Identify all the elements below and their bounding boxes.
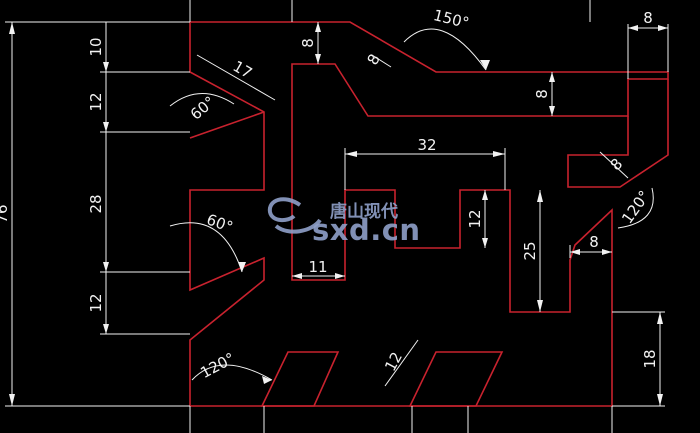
dim-left-28: 28 [87, 194, 105, 213]
outline-right-arm [567, 79, 669, 188]
dim-width-8-mid: 8 [589, 233, 599, 251]
dim-top-notch-8: 8 [299, 38, 317, 48]
watermark-site: sxd.cn [312, 213, 421, 247]
watermark-logo-icon [267, 197, 322, 234]
dim-right-top-8: 8 [643, 9, 653, 27]
dim-angle-60-lower: 60° [204, 210, 235, 236]
dim-slant-8-top: 8 [363, 51, 383, 68]
watermark: 唐山现代 sxd.cn [267, 197, 421, 247]
dim-angle-150: 150° [431, 6, 470, 32]
bottom-slot-2 [408, 351, 504, 407]
extension-lines [5, 0, 669, 433]
dim-line-17 [196, 54, 276, 101]
dim-line-12-bottom [384, 339, 419, 387]
arc-120-bottom [191, 364, 273, 381]
angle-arcs [169, 28, 654, 381]
dim-angle-120-bottom: 120° [197, 349, 237, 382]
part-outline [189, 21, 669, 407]
dim-height-25: 25 [521, 241, 539, 260]
outline-main [189, 21, 669, 407]
dim-line-8-slant [371, 54, 392, 68]
dim-width-11: 11 [308, 258, 327, 276]
dim-overall-height: 76 [0, 204, 11, 223]
dim-line-8-slant-right [599, 151, 629, 179]
arc-150 [403, 28, 487, 71]
dim-left-top: 10 [87, 37, 105, 56]
dim-right-step-8: 8 [533, 89, 551, 99]
arrowheads [9, 22, 668, 406]
dim-slant-8-right: 8 [607, 155, 626, 174]
arc-60-upper [169, 93, 235, 107]
dim-angle-60-upper: 60° [187, 93, 219, 124]
dim-slant-12-bottom: 12 [381, 349, 406, 374]
arc-120-right [617, 187, 654, 229]
dim-width-32: 32 [417, 136, 436, 154]
dim-height-12-mid: 12 [466, 209, 484, 228]
left-notch-upper [189, 111, 265, 139]
dim-left-12-lower: 12 [87, 293, 105, 312]
bottom-slot-1 [260, 351, 340, 407]
arc-60-lower [169, 222, 243, 273]
dim-height-18: 18 [641, 349, 659, 368]
dim-slant-17: 17 [230, 57, 256, 82]
dim-left-12-upper: 12 [87, 92, 105, 111]
dimension-text: 76 10 12 28 12 8 8 150° 8 8 17 60° 60° 3… [0, 6, 659, 382]
dim-angle-120-right: 120° [618, 187, 653, 227]
watermark-chinese: 唐山现代 [330, 201, 398, 222]
